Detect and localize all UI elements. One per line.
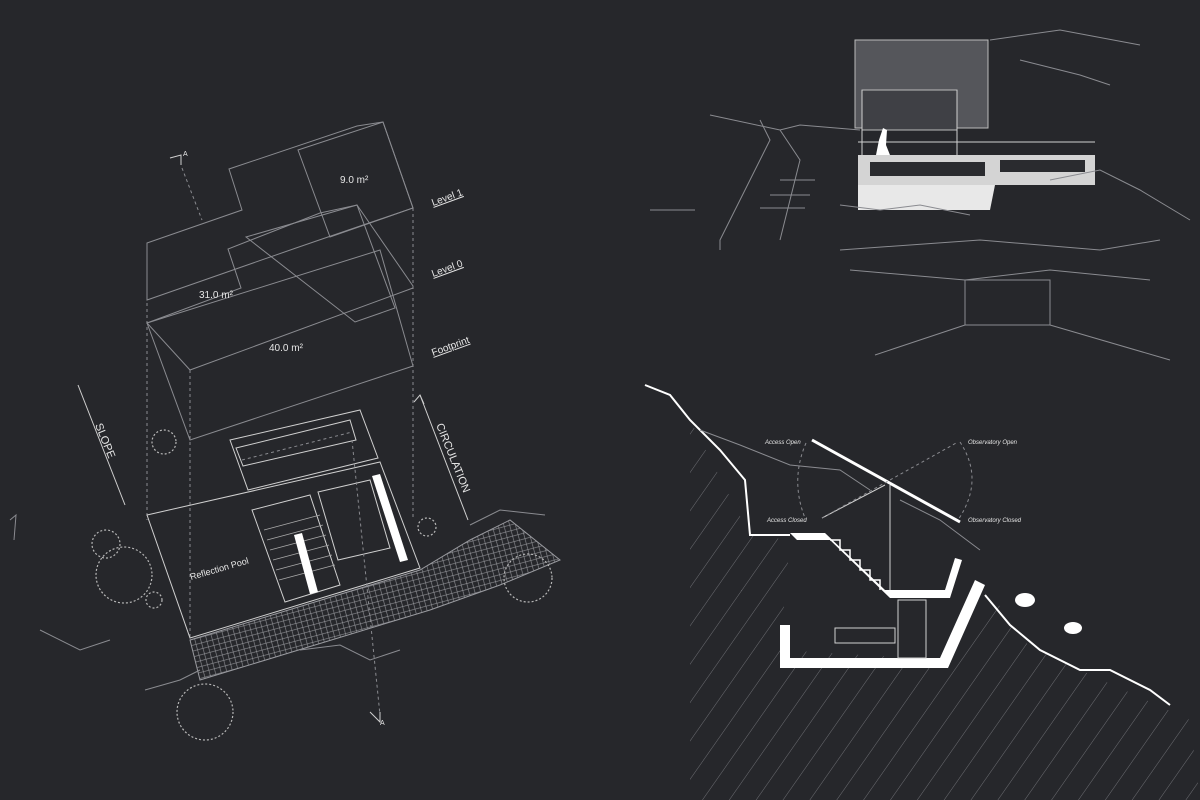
pool-label: Reflection Pool (189, 556, 250, 582)
slope-label: SLOPE (92, 422, 117, 461)
label-observatory-open: Observatory Open (968, 440, 1018, 446)
circulation-arrow: CIRCULATION (413, 394, 472, 521)
section: Access Open Access Closed Observatory Op… (644, 384, 1200, 800)
wall (372, 474, 408, 562)
tree-icon (151, 429, 177, 455)
layer-label-level0: Level 0 (430, 258, 464, 280)
slope-arrow: SLOPE (77, 384, 126, 506)
tree-icon (145, 591, 163, 609)
tree-icon (503, 553, 553, 603)
label-observatory-closed: Observatory Closed (968, 518, 1022, 524)
area-footprint: 40.0 m² (269, 343, 304, 354)
level-1-outline (146, 121, 414, 301)
tree-icon (95, 546, 153, 604)
tree-icon (91, 529, 121, 559)
wall (294, 533, 318, 594)
rock (1064, 622, 1082, 634)
label-access-open: Access Open (764, 440, 801, 446)
section-marker-label: A (380, 720, 385, 727)
level-0-outline (146, 204, 414, 371)
layer-label-level1: Level 1 (430, 187, 464, 209)
layer-label-footprint: Footprint (430, 335, 471, 359)
area-level1: 9.0 m² (340, 175, 369, 186)
area-level0: 31.0 m² (199, 290, 234, 301)
site-plan: A Reflection Pool (9, 409, 561, 741)
person-figure (876, 128, 890, 155)
section-marker-label: A (183, 151, 188, 158)
rock (1015, 593, 1035, 607)
label-access-closed: Access Closed (766, 518, 807, 524)
tree-icon (417, 517, 437, 537)
circulation-label: CIRCULATION (433, 422, 472, 495)
tree-icon (176, 683, 234, 741)
section-marker-top: A (169, 151, 203, 221)
elevation (650, 29, 1191, 361)
hatched-terrace (189, 519, 561, 681)
